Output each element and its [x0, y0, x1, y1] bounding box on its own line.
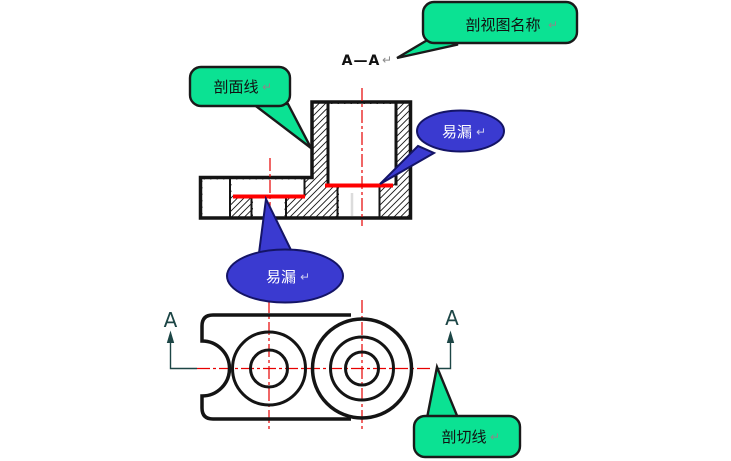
- callout-bubble: [412, 414, 522, 459]
- callout-ellipse: [416, 109, 505, 153]
- boss-outer-circle: [310, 317, 414, 420]
- callout-section-view-name: 剖视图名称 ↵: [396, 0, 579, 60]
- cutting-mark-left-line: [169, 335, 197, 370]
- callout-label: 易漏: [266, 268, 296, 286]
- counterbore-circle: [231, 330, 307, 407]
- return-mark: ↵: [382, 53, 392, 67]
- callout-bubble: [421, 0, 579, 45]
- callout-ellipse: [226, 248, 344, 304]
- return-mark: ↵: [490, 430, 500, 444]
- cutting-label-left: A: [164, 308, 178, 332]
- callout-label: 剖切线: [441, 428, 486, 446]
- small-hole-circle: [249, 348, 289, 389]
- callout-tail: [425, 362, 460, 420]
- callout-label: 易漏: [442, 123, 472, 141]
- plate-outline: [200, 313, 351, 421]
- cutting-plane-marks: A A: [164, 306, 459, 370]
- callout-label: 剖视图名称: [465, 16, 540, 34]
- view-direction-arrow-left: [166, 330, 175, 343]
- boss-hole-circle: [344, 350, 380, 387]
- return-mark: ↵: [262, 80, 272, 94]
- callout-easy-miss-upper: 易漏 ↵: [379, 109, 505, 185]
- callout-easy-miss-lower: 易漏 ↵: [226, 195, 344, 304]
- plan-view: [200, 313, 414, 421]
- view-direction-arrow-right: [446, 330, 455, 343]
- section-view: [198, 100, 413, 220]
- return-mark: ↵: [300, 270, 310, 284]
- section-title-group: A—A ↵: [342, 53, 392, 69]
- boss-bore-circle: [329, 335, 395, 402]
- callout-bubble: [188, 65, 292, 108]
- callout-hatch-line: 剖面线 ↵: [188, 65, 313, 149]
- callout-label: 剖面线: [213, 78, 258, 96]
- cutting-mark-right-line: [437, 335, 452, 370]
- return-mark: ↵: [476, 125, 486, 139]
- section-outline: [198, 100, 413, 220]
- section-title: A—A: [342, 53, 381, 69]
- callout-cutting-line: 剖切线 ↵: [412, 362, 522, 459]
- return-mark: ↵: [548, 18, 558, 32]
- callout-tail: [379, 144, 437, 185]
- cutting-label-right: A: [445, 306, 459, 330]
